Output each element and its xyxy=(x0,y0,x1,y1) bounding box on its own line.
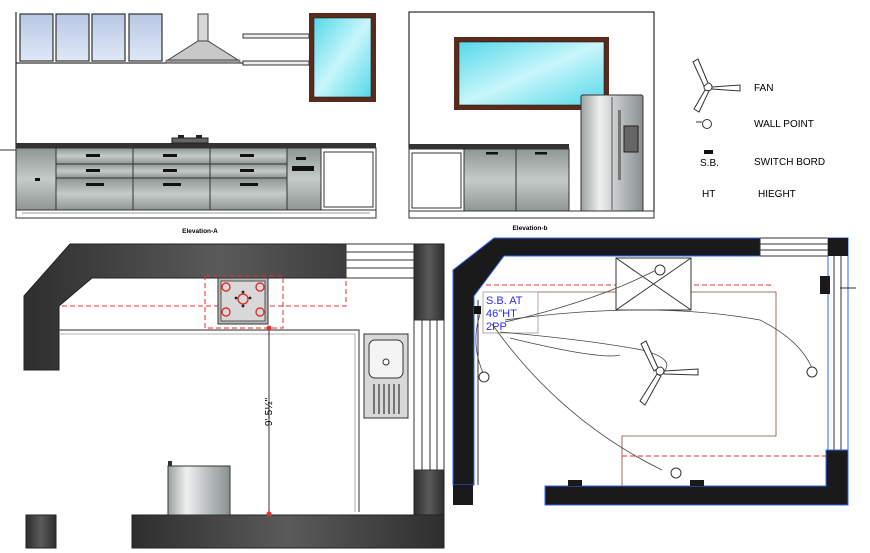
wall-shelf xyxy=(242,33,310,66)
legend-switch-symbol: S.B. xyxy=(700,158,719,169)
wall-bottom xyxy=(131,514,445,549)
countertop-b xyxy=(409,144,569,149)
switch-board-icon xyxy=(704,150,713,154)
countertop xyxy=(16,143,376,148)
sink xyxy=(363,333,409,419)
hood-box xyxy=(615,257,692,311)
elevation-a: Elevation-A xyxy=(0,12,377,235)
legend-wall-point-label: WALL POINT xyxy=(754,119,814,130)
switch-note-line3: 2PP xyxy=(486,321,507,333)
legend-height-label: HIEGHT xyxy=(758,189,796,200)
window-opening xyxy=(345,243,415,279)
elevation-b-caption: Elevation-b xyxy=(512,225,547,232)
wall-point-markers xyxy=(478,264,818,479)
base-cabinets xyxy=(15,147,377,211)
switch-note-line1: S.B. AT xyxy=(486,295,523,307)
window-a xyxy=(309,13,376,102)
dimension-line: 9'-5½" xyxy=(264,325,275,517)
refrigerator xyxy=(580,94,644,216)
dimension-label: 9'-5½" xyxy=(264,397,275,426)
legend-fan-label: FAN xyxy=(754,83,773,94)
elevation-b: Elevation-b xyxy=(408,11,655,232)
chimney-hood xyxy=(165,13,241,64)
base-cabinets-b xyxy=(408,148,570,212)
elevation-a-caption: Elevation-A xyxy=(182,228,218,235)
plan-left: 9'-5½" xyxy=(23,243,445,549)
plan-right: S.B. AT 46"HT 2PP xyxy=(452,237,856,506)
fridge-plan xyxy=(167,461,231,516)
upper-cabinets xyxy=(19,13,163,62)
hob xyxy=(171,135,209,144)
hob-plan xyxy=(217,277,269,325)
wall-point-icon xyxy=(696,119,712,129)
legend-height-symbol: HT xyxy=(702,189,715,200)
legend: FAN WALL POINT S.B. SWITCH BORD HT HIEGH… xyxy=(692,58,825,200)
legend-switch-label: SWITCH BORD xyxy=(754,157,825,168)
switch-note-line2: 46"HT xyxy=(486,308,517,320)
ceiling-fan-icon xyxy=(639,340,699,406)
fan-icon xyxy=(692,58,741,113)
